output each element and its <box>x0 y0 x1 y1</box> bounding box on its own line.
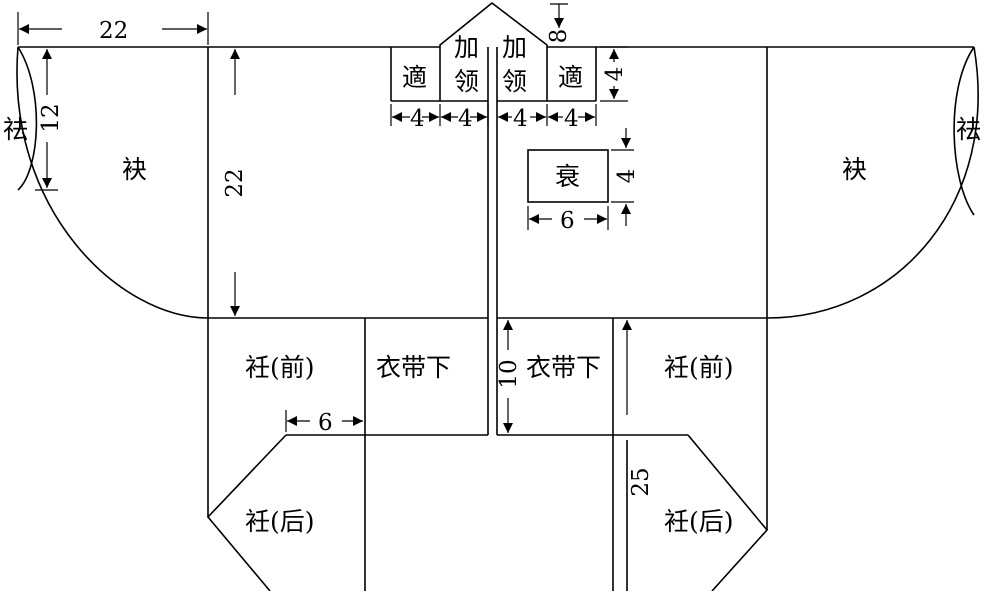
label-ren-back-left: 衽(后) <box>245 507 315 536</box>
label-jialing-left-bottom: 领 <box>454 67 479 96</box>
dim-daixia-height: 10 <box>496 359 522 388</box>
label-jialing-right-bottom: 领 <box>502 67 527 96</box>
label-daixia-left: 衣带下 <box>376 353 451 382</box>
label-jialing-left-top: 加 <box>454 33 479 62</box>
dim-collar-peak: 8 <box>546 29 572 44</box>
dim-cui-height: 4 <box>614 169 640 184</box>
part-labels: 祛 祛 袂 袂 適 加 领 加 领 適 衰 衽(前) 衣带下 衣带下 衽(前) … <box>3 33 981 536</box>
dim-shi-4: 4 <box>564 106 579 132</box>
label-ren-back-right: 衽(后) <box>664 507 734 536</box>
dim-ren-offset: 6 <box>318 410 333 436</box>
dim-shi-3: 4 <box>513 106 528 132</box>
label-ren-front-right: 衽(前) <box>664 353 734 382</box>
dim-top-sleeve: 22 <box>99 18 128 44</box>
dim-shi-2: 4 <box>458 106 473 132</box>
label-jialing-right-top: 加 <box>502 33 527 62</box>
label-shi-left: 適 <box>402 63 427 92</box>
dimension-lines <box>17 3 634 433</box>
dim-ren-length: 25 <box>628 467 654 496</box>
label-ju-right: 祛 <box>956 115 981 144</box>
dim-cuff-height: 12 <box>38 103 64 132</box>
label-mei-right: 袂 <box>842 155 867 184</box>
dim-shi-height: 4 <box>602 67 628 82</box>
label-shi-right: 適 <box>558 63 583 92</box>
dim-body-height: 22 <box>222 168 248 197</box>
label-cui: 衰 <box>555 162 580 191</box>
label-ju-left: 祛 <box>3 115 28 144</box>
label-daixia-right: 衣带下 <box>526 353 601 382</box>
dim-cui-width: 6 <box>560 208 575 234</box>
label-ren-front-left: 衽(前) <box>245 353 315 382</box>
outline <box>16 1 979 591</box>
dimension-labels: 22 12 22 4 4 4 4 8 4 4 6 6 10 25 <box>38 18 654 497</box>
label-mei-left: 袂 <box>122 155 147 184</box>
dim-shi-1: 4 <box>410 106 425 132</box>
